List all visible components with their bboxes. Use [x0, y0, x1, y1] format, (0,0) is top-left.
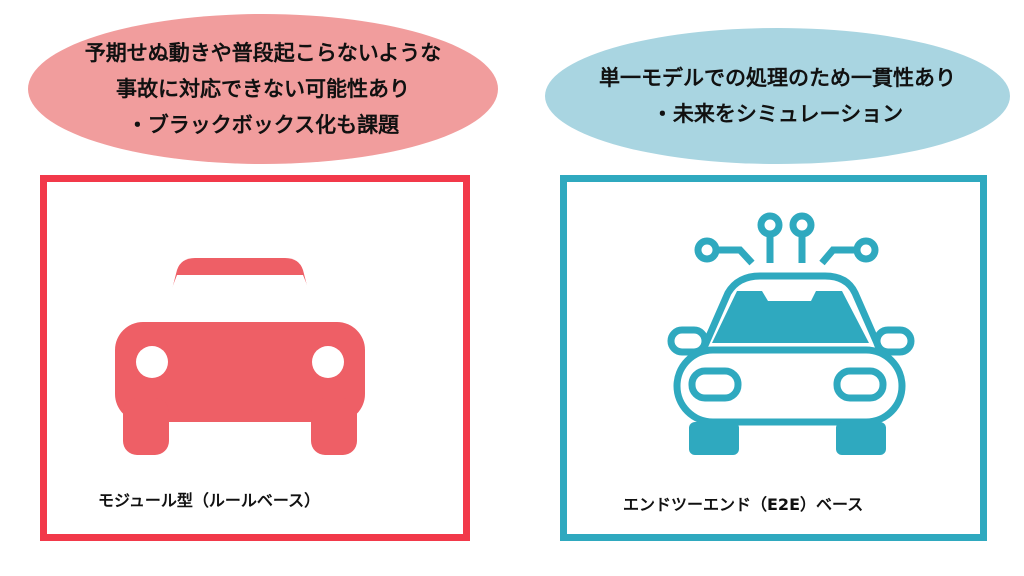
e2e-panel — [560, 175, 987, 541]
modular-panel — [40, 175, 470, 541]
e2e-label: エンドツーエンド（E2E）ベース — [623, 495, 864, 514]
modular-label: モジュール型（ルールベース） — [98, 491, 321, 510]
modular-drawbacks-bubble: 予期せぬ動きや普段起こらないような 事故に対応できない可能性あり ・ブラックボッ… — [28, 14, 498, 164]
bubble-line: ・未来をシミュレーション — [651, 102, 904, 126]
car-icon — [115, 258, 365, 455]
bubble-line: 事故に対応できない可能性あり — [116, 77, 410, 101]
bubble-line: 単一モデルでの処理のため一貫性あり — [599, 66, 956, 90]
e2e-benefits-bubble: 単一モデルでの処理のため一貫性あり ・未来をシミュレーション — [545, 28, 1010, 164]
bubble-line: ・ブラックボックス化も課題 — [126, 113, 400, 137]
ai-car-icon — [667, 212, 915, 455]
bubble-line: 予期せぬ動きや普段起こらないような — [84, 41, 442, 65]
